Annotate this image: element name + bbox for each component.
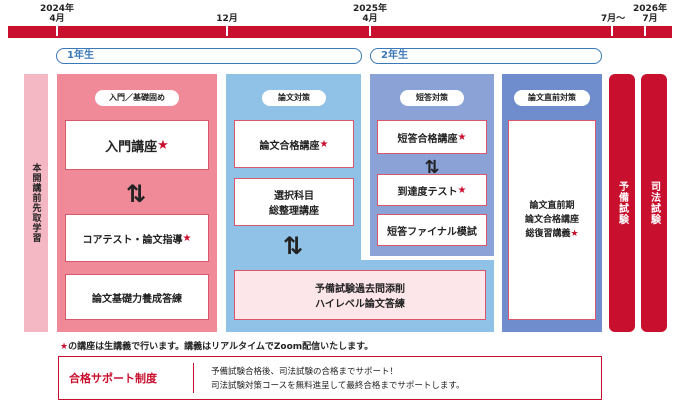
live-lecture-note: ★の講座は生講義で行います。講義はリアルタイムでZoom配信いたします。 xyxy=(60,339,373,352)
course-label: 論文合格講座 xyxy=(259,140,320,152)
timeline-tick xyxy=(644,26,646,36)
bar-exam-bar: 司法試験 xyxy=(641,74,667,332)
course-essay-pass: 論文合格講座★ xyxy=(234,120,354,168)
timeline-tick xyxy=(611,26,613,36)
year-2-pill: 2年生 xyxy=(370,48,602,64)
timeline-label-2026-07: 2026年 7月 xyxy=(632,4,668,24)
live-star-icon: ★ xyxy=(319,138,329,150)
course-short-answer-pass: 短答合格講座★ xyxy=(377,120,487,154)
course-label: 短答ファイナル模試 xyxy=(387,226,477,238)
course-label-line2: ハイレベル論文答練 xyxy=(315,299,405,310)
preliminary-exam-bar: 予備試験 xyxy=(609,74,635,332)
pre-study-bar: 本開講前先取学習 xyxy=(24,74,48,332)
course-label: 論文基礎力養成答練 xyxy=(92,293,182,305)
timeline-bar xyxy=(8,26,672,38)
preliminary-exam-label: 予備試験 xyxy=(616,181,628,225)
course-essay-basics: 論文基礎力養成答練 xyxy=(65,274,209,320)
timeline-label-07-from: 7月～ xyxy=(600,14,626,24)
course-label-line3: 総復習講義★ xyxy=(525,229,579,239)
pre-study-label: 本開講前先取学習 xyxy=(30,163,41,243)
column-title: 論文対策 xyxy=(262,90,326,106)
course-label: コアテスト・論文指導 xyxy=(82,234,183,246)
pass-support-box: 合格サポート制度 予備試験合格後、司法試験の合格までサポート！ 司法試験対策コー… xyxy=(58,356,602,400)
column-intro-basics: 入門／基礎固め 入門講座★ ⇅ コアテスト・論文指導★ 論文基礎力養成答練 xyxy=(57,74,217,332)
course-short-answer-final-mock: 短答ファイナル模試 xyxy=(377,214,487,246)
course-label-line1: 論文直前期 xyxy=(529,201,575,211)
bar-exam-label: 司法試験 xyxy=(648,181,660,225)
course-label: 到達度テスト xyxy=(397,186,458,198)
support-line-1: 予備試験合格後、司法試験の合格までサポート！ xyxy=(211,367,399,377)
course-label: 入門講座 xyxy=(105,139,158,155)
up-down-arrows-icon: ⇅ xyxy=(125,180,147,208)
live-star-icon: ★ xyxy=(157,137,169,153)
column-title: 入門／基礎固め xyxy=(95,90,179,106)
course-label-line2: 総整理講座 xyxy=(269,206,319,217)
live-star-icon: ★ xyxy=(457,131,467,143)
course-label: 短答合格講座 xyxy=(397,133,458,145)
timeline-tick xyxy=(56,26,58,36)
course-label-line2: 論文合格講座 xyxy=(524,215,579,225)
course-achievement-test: 到達度テスト★ xyxy=(377,174,487,206)
course-label-line1: 選択科目 xyxy=(274,191,314,202)
live-star-icon: ★ xyxy=(60,342,69,352)
up-down-arrows-icon: ⇅ xyxy=(282,232,304,260)
year-1-pill: 1年生 xyxy=(56,48,362,64)
column-pre-essay-exam: 論文直前対策 論文直前期 論文合格講座 総復習講義★ xyxy=(502,74,602,332)
live-star-icon: ★ xyxy=(457,184,467,196)
column-title: 論文直前対策 xyxy=(514,90,590,106)
course-core-test: コアテスト・論文指導★ xyxy=(65,214,209,262)
live-star-icon: ★ xyxy=(182,232,192,244)
course-elective-review: 選択科目 総整理講座 xyxy=(234,178,354,226)
support-label: 合格サポート制度 xyxy=(69,372,157,385)
timeline-label-2025-04: 2025年 4月 xyxy=(352,4,388,24)
course-past-exam-review: 予備試験過去問添削 ハイレベル論文答練 xyxy=(234,270,486,320)
timeline-tick xyxy=(369,26,371,36)
course-final-essay: 論文直前期 論文合格講座 総復習講義★ xyxy=(508,120,596,320)
timeline-label-2024-04: 2024年 4月 xyxy=(39,4,75,24)
column-short-answer: 短答対策 短答合格講座★ ⇅ 到達度テスト★ 短答ファイナル模試 xyxy=(370,74,494,256)
live-star-icon: ★ xyxy=(570,229,579,239)
column-title: 短答対策 xyxy=(400,90,464,106)
note-text: の講座は生講義で行います。講義はリアルタイムでZoom配信いたします。 xyxy=(68,342,374,352)
support-line-2: 司法試験対策コースを無料進呈して最終合格までサポートします。 xyxy=(211,381,465,391)
timeline-label-12: 12月 xyxy=(216,14,238,24)
up-down-arrows-icon: ⇅ xyxy=(424,157,440,178)
course-intro: 入門講座★ xyxy=(65,120,209,170)
support-divider xyxy=(193,363,194,393)
course-label-line1: 予備試験過去問添削 xyxy=(315,284,405,295)
timeline-tick xyxy=(226,26,228,36)
